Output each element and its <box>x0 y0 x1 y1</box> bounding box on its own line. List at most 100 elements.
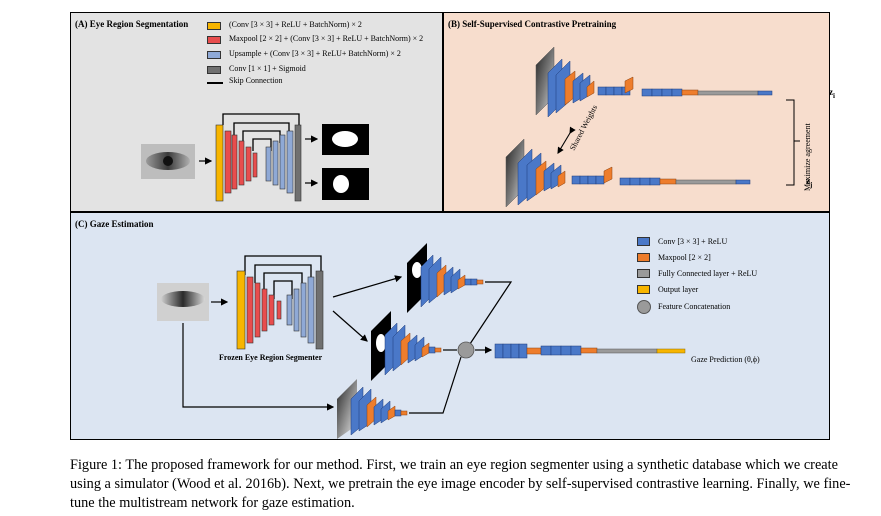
seg-to-stream1-arrow <box>332 275 403 298</box>
unet-bottleneck-block <box>252 152 258 178</box>
legend-sigmoid-swatch <box>207 66 221 74</box>
encoder-top-fc <box>697 90 759 96</box>
unet-down-block-1 <box>224 130 232 194</box>
encoder-top-layer-12 <box>671 88 683 97</box>
head-pool-1 <box>526 347 542 355</box>
gaze-prediction-label: Gaze Prediction (θ,ϕ) <box>691 355 760 364</box>
encoder-top-layer-7 <box>613 86 623 96</box>
head-conv-3 <box>510 343 520 359</box>
maximize-agreement-label: Maximize agreement <box>803 122 812 191</box>
panel-contrastive-pretraining: (B) Self-Supervised Contrastive Pretrain… <box>443 12 835 212</box>
seg-to-stream2-arrow <box>332 310 368 342</box>
stream1-pool-3 <box>476 279 484 285</box>
frozen-up-block-1 <box>286 294 293 326</box>
legend-upsample-label: Upsample + (Conv [3 × 3] + ReLU+ BatchNo… <box>229 49 401 58</box>
legend-maxpool-c-label: Maxpool [2 × 2] <box>658 253 711 262</box>
skip-connection-1 <box>222 113 300 125</box>
unet-up-block-2 <box>272 140 279 186</box>
stream3-to-concat-line <box>409 356 462 414</box>
stream2-conv-5 <box>428 346 436 354</box>
contrastive-diagram: zi <box>505 46 835 208</box>
legend-maxpool-swatch <box>207 36 221 44</box>
frozen-output-block <box>315 270 324 350</box>
legend-conv-label: Conv [3 × 3] + ReLU <box>658 237 728 246</box>
frozen-skip-4 <box>273 280 293 299</box>
legend-concat-label: Feature Concatenation <box>658 302 731 311</box>
legend-conv-bn-label: (Conv [3 × 3] + ReLU + BatchNorm) × 2 <box>229 20 362 29</box>
unet-diagram <box>141 113 369 202</box>
frozen-segmenter-label: Frozen Eye Region Segmenter <box>219 353 323 362</box>
encoder-bottom-layer-9 <box>619 177 631 186</box>
gaze-input-eye-shape <box>161 291 205 307</box>
head-conv-6 <box>550 345 562 356</box>
legend-output-swatch <box>637 285 650 294</box>
head-conv-5 <box>540 345 552 356</box>
encoder-bottom-layer-12 <box>649 177 661 186</box>
head-conv-1 <box>494 343 504 359</box>
frozen-input-block <box>236 270 246 350</box>
feature-concatenation-node <box>457 341 475 359</box>
figure-caption: Figure 1: The proposed framework for our… <box>70 457 851 511</box>
legend-sigmoid-label: Conv [1 × 1] + Sigmoid <box>229 64 306 73</box>
agreement-bracket <box>786 99 795 186</box>
frozen-skip-3 <box>263 272 303 291</box>
head-pool-2 <box>580 347 598 354</box>
encoder-top-pool-4 <box>681 89 699 96</box>
gaze-diagram <box>157 243 686 439</box>
encoder-bottom-projection <box>735 179 751 185</box>
stream3-pool-3 <box>400 410 408 416</box>
unet-down-block-2 <box>231 134 238 190</box>
head-fc <box>596 348 658 354</box>
frozen-bottleneck <box>276 300 282 320</box>
head-conv-8 <box>570 345 582 356</box>
mask-output-2-blob <box>333 175 349 193</box>
legend-skip-label: Skip Connection <box>229 76 283 85</box>
legend-conv-swatch <box>637 237 650 246</box>
unet-up-block-3 <box>279 134 286 190</box>
z-bottom-label: zj <box>806 176 812 189</box>
encoder-bottom-layer-8 <box>595 175 605 185</box>
frozen-down-block-1 <box>246 276 254 344</box>
encoder-top-projection <box>757 90 773 96</box>
stream3-conv-5 <box>394 409 402 417</box>
stream1-conv-6 <box>470 278 478 286</box>
head-conv-4 <box>518 343 528 359</box>
encoder-bottom-layer-10 <box>629 177 641 186</box>
shared-weights-arrow <box>557 126 576 154</box>
skip-connection-4 <box>252 138 272 151</box>
frozen-down-block-4 <box>268 294 275 326</box>
legend-fc-swatch <box>637 269 650 278</box>
encoder-bottom-layer-5 <box>571 175 581 185</box>
frozen-skip-1 <box>244 255 322 275</box>
encoder-top-pool-3 <box>624 76 634 94</box>
shared-weights-label: Shared Weights <box>568 103 599 151</box>
skip-connection-2 <box>233 122 290 135</box>
frozen-up-block-4 <box>307 276 315 344</box>
encoder-top-layer-6 <box>605 86 615 96</box>
frozen-down-block-2 <box>254 282 261 338</box>
unet-down-block-4 <box>245 146 252 182</box>
encoder-bottom-fc <box>675 179 737 185</box>
legend-conv-bn-swatch <box>207 22 221 30</box>
raw-image-arrow <box>182 323 335 411</box>
mask-output-1-blob <box>332 131 358 147</box>
stream2-pool-3 <box>434 347 442 353</box>
z-top-label: zi <box>829 87 835 100</box>
encoder-bottom-pool-3 <box>603 166 613 184</box>
legend-concat-swatch <box>637 300 651 314</box>
eye-pupil <box>163 156 173 166</box>
legend-fc-label: Fully Connected layer + ReLU <box>658 269 758 278</box>
panel-eye-region-segmentation: (A) Eye Region Segmentation (Conv [3 × 3… <box>70 12 443 212</box>
unet-output-block <box>294 124 302 202</box>
legend-skip-line <box>207 82 223 84</box>
panel-gaze-estimation: (C) Gaze Estimation Conv [3 × 3] + ReLU … <box>70 212 830 440</box>
legend-upsample-swatch <box>207 51 221 59</box>
panel-b-title: (B) Self-Supervised Contrastive Pretrain… <box>448 19 617 29</box>
unet-input-block <box>215 124 224 202</box>
unet-up-block-4 <box>286 130 294 194</box>
panel-a-title: (A) Eye Region Segmentation <box>75 19 189 29</box>
framework-figure: (A) Eye Region Segmentation (Conv [3 × 3… <box>70 12 835 440</box>
encoder-bottom-layer-7 <box>587 175 597 185</box>
frozen-up-block-3 <box>300 282 307 338</box>
encoder-bottom-pool-2 <box>557 170 566 188</box>
